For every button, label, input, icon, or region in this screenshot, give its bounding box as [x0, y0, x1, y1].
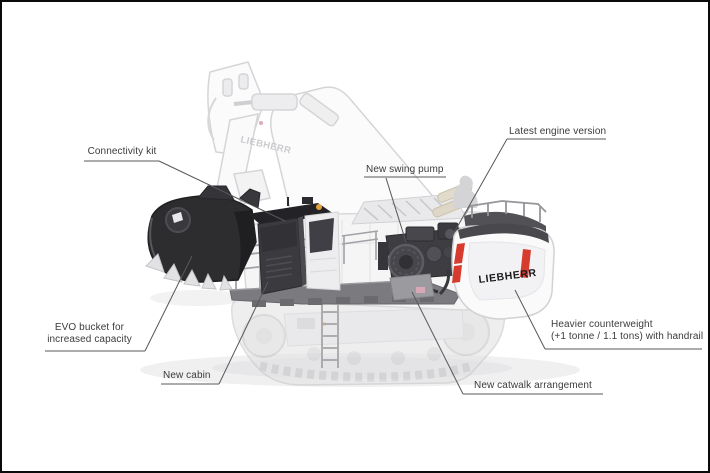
latest-engine-leader	[450, 138, 508, 239]
evo-bucket-leader	[144, 255, 193, 352]
beacon-light	[316, 204, 322, 210]
new-swing-pump-leader	[385, 177, 407, 243]
callout-label-evo-bucket: EVO bucket for increased capacity	[47, 322, 132, 345]
connectivity-kit-leader	[158, 160, 286, 222]
rear-handrail	[463, 200, 547, 222]
callout-latest-engine-lines	[450, 138, 606, 239]
new-cabin-module	[248, 197, 341, 295]
callout-label-connectivity-kit: Connectivity kit	[87, 146, 157, 157]
heavier-counterweight-leader	[514, 289, 546, 350]
callout-label-new-swing-pump: New swing pump	[366, 164, 444, 175]
callout-label-new-catwalk: New catwalk arrangement	[474, 380, 592, 391]
callout-label-latest-engine-version: Latest engine version	[509, 126, 607, 137]
callout-label-new-cabin: New cabin	[163, 370, 211, 381]
evo-bucket	[145, 185, 261, 291]
engine-pump-assembly	[378, 222, 469, 301]
callout-heavier-counterweight-lines	[514, 289, 702, 350]
reflective-stripes	[452, 243, 531, 283]
swing-pump	[425, 245, 443, 263]
callout-label-heavier-counterweight: Heavier counterweight (+1 tonne / 1.1 to…	[551, 319, 704, 342]
callout-new-cabin-lines	[161, 281, 269, 385]
callout-new-catwalk-lines	[411, 291, 603, 395]
cab-windshield	[309, 218, 334, 253]
ghost-figure	[453, 175, 478, 208]
counterweight: LIEBHERR	[451, 223, 555, 320]
callout-connectivity-kit-lines	[84, 160, 286, 222]
callout-new-swing-pump-lines	[364, 176, 446, 243]
new-cabin-leader	[218, 281, 269, 385]
new-catwalk-leader	[411, 291, 464, 395]
bucket-teeth	[145, 253, 233, 291]
callout-evo-bucket-lines	[45, 255, 193, 352]
